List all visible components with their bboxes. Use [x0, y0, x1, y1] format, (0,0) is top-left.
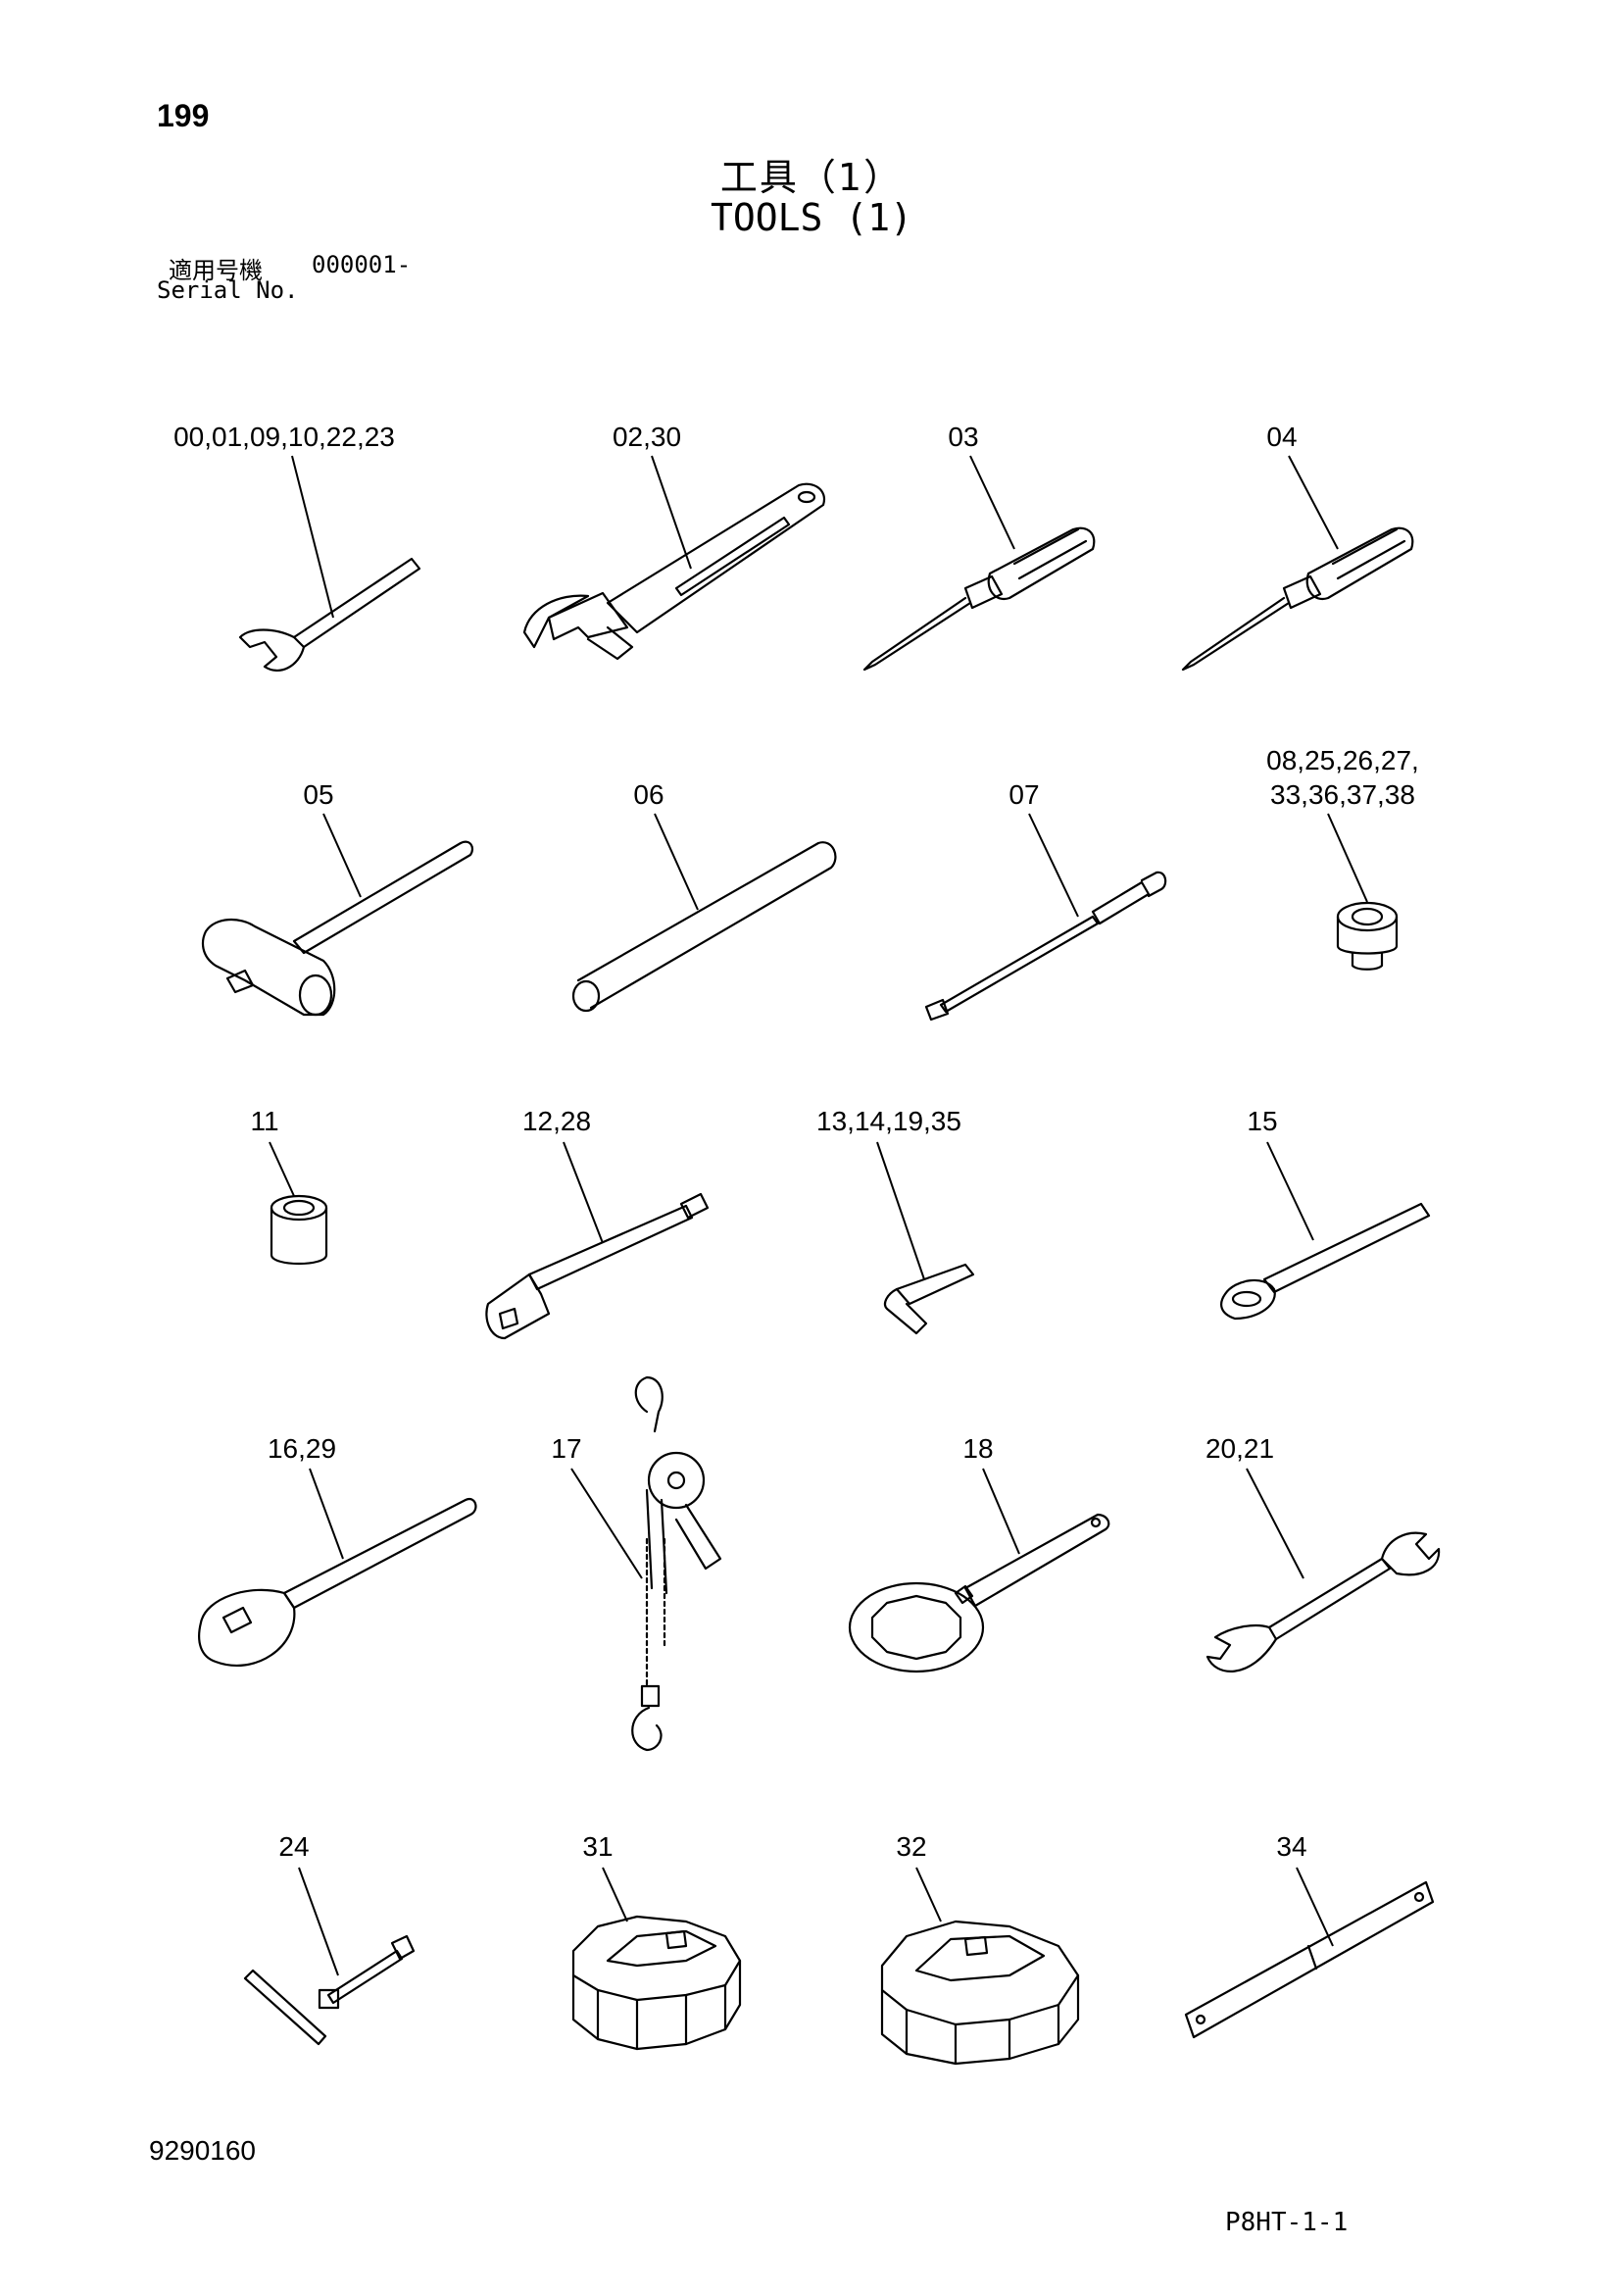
part-label: 18	[962, 1433, 993, 1464]
part-label: 06	[633, 779, 664, 810]
part-06-pipe: 06	[571, 779, 837, 1013]
part-04-screwdriver: 04	[1181, 422, 1414, 672]
leader-line	[1296, 1867, 1334, 1947]
leader-line	[1246, 1468, 1304, 1579]
flat-bar-icon	[1184, 1880, 1435, 2039]
part-label: 34	[1276, 1831, 1306, 1862]
socket-extension-icon	[485, 1192, 710, 1340]
part-16-ratchet-handle: 16,29	[198, 1433, 477, 1668]
part-31-filter-cap-wrench: 31	[571, 1831, 742, 2051]
part-08-socket: 08,25,26,27, 33,36,37,38	[1266, 745, 1419, 971]
part-label: 02,30	[613, 422, 681, 452]
part-15-box-wrench: 15	[1220, 1106, 1431, 1321]
part-label: 13,14,19,35	[816, 1106, 961, 1136]
leader-line	[269, 1141, 295, 1197]
part-20-double-open-wrench: 20,21	[1205, 1433, 1441, 1672]
box-wrench-icon	[1220, 1202, 1431, 1321]
leader-line	[602, 1867, 628, 1922]
part-label: 12,28	[522, 1106, 591, 1136]
filter-cap-wrench-icon	[880, 1920, 1080, 2066]
part-12-socket-extension: 12,28	[485, 1106, 710, 1340]
part-11-socket: 11	[250, 1106, 328, 1265]
leader-line	[1288, 455, 1339, 550]
leader-line	[1028, 813, 1079, 918]
part-label: 04	[1266, 422, 1297, 452]
pipe-icon	[571, 841, 837, 1013]
part-00-wrench: 00,01,09,10,22,23	[173, 422, 421, 673]
screwdriver-icon	[1181, 526, 1414, 672]
leader-line	[876, 1141, 925, 1280]
part-label: 07	[1008, 779, 1039, 810]
part-label: 15	[1247, 1106, 1277, 1136]
page-title-english: TOOLS (1)	[711, 196, 912, 239]
part-32-filter-cap-wrench: 32	[880, 1831, 1080, 2066]
part-03-screwdriver: 03	[862, 422, 1096, 672]
leader-line	[291, 455, 334, 619]
ratchet-handle-icon	[198, 1497, 477, 1668]
part-label: 31	[582, 1831, 613, 1862]
leader-line	[654, 813, 699, 911]
leader-line	[309, 1468, 344, 1560]
page-number: 199	[157, 98, 210, 133]
part-label-line1: 08,25,26,27,	[1266, 745, 1419, 775]
leader-line	[982, 1468, 1020, 1555]
t-handle-wrench-icon	[243, 1934, 416, 2046]
leader-line	[651, 455, 692, 570]
part-label: 20,21	[1205, 1433, 1274, 1464]
leader-line	[969, 455, 1015, 550]
part-label: 00,01,09,10,22,23	[173, 422, 395, 452]
leader-line	[298, 1867, 339, 1976]
lever-hoist-icon	[631, 1375, 722, 1752]
part-label: 32	[896, 1831, 926, 1862]
adjustable-wrench-icon	[522, 482, 826, 661]
part-05-hammer: 05	[201, 779, 474, 1017]
filter-cap-wrench-icon	[571, 1915, 742, 2051]
leader-line	[915, 1867, 942, 1922]
open-end-wrench-icon	[238, 557, 421, 673]
leader-line	[1327, 813, 1368, 903]
part-24-t-handle-wrench: 24	[243, 1831, 416, 2046]
part-label: 11	[250, 1106, 278, 1136]
screwdriver-icon	[862, 526, 1096, 672]
serial-number-range: 000001-	[312, 251, 412, 278]
leader-line	[1266, 1141, 1314, 1241]
hammer-icon	[201, 840, 474, 1017]
part-label: 17	[551, 1433, 581, 1464]
part-17-lever-hoist: 17	[551, 1375, 722, 1752]
page-title-japanese: 工具（1）	[719, 156, 904, 199]
document-code: 9290160	[149, 2135, 257, 2166]
leader-line	[563, 1141, 604, 1244]
part-02-adjustable-wrench: 02,30	[522, 422, 826, 661]
leader-line	[570, 1468, 643, 1579]
part-label-line2: 33,36,37,38	[1270, 779, 1415, 810]
double-open-wrench-icon	[1205, 1531, 1441, 1672]
spanner-ring-wrench-icon	[848, 1513, 1110, 1673]
figure-code: P8HT-1-1	[1225, 2208, 1349, 2237]
part-label: 03	[948, 422, 978, 452]
part-label: 05	[303, 779, 333, 810]
serial-label-japanese: 適用号機	[169, 257, 263, 284]
part-label: 16,29	[268, 1433, 336, 1464]
serial-label-english: Serial No.	[157, 276, 299, 304]
part-13-hex-key: 13,14,19,35	[816, 1106, 975, 1335]
part-07-extension-bar: 07	[924, 779, 1167, 1022]
socket-icon	[270, 1194, 328, 1265]
hex-key-icon	[883, 1263, 975, 1335]
part-label: 24	[278, 1831, 309, 1862]
leader-line	[322, 813, 362, 898]
part-34-flat-bar: 34	[1184, 1831, 1435, 2039]
part-18-spanner-ring-wrench: 18	[848, 1433, 1110, 1673]
extension-bar-icon	[924, 871, 1167, 1022]
socket-icon	[1336, 901, 1399, 971]
